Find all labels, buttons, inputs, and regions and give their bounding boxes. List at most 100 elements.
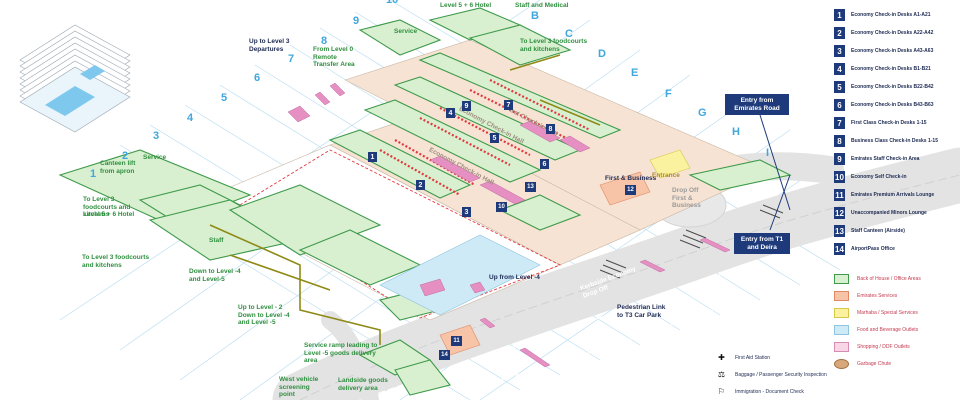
swatch-back-of-house — [834, 273, 849, 284]
legend-item: 6 Economy Check-in Desks B43-B63 — [834, 96, 960, 114]
baggage-security-icon: ⚖ — [717, 369, 726, 379]
label-landside-goods: Landside goods delivery area — [338, 377, 388, 392]
legend-label: Staff Canteen (Airside) — [851, 228, 905, 234]
legend-badge: 6 — [834, 99, 845, 111]
grid-label-6: 6 — [254, 72, 261, 84]
map-badge-9: 9 — [462, 101, 471, 111]
legend-item: 12 Unaccompanied Minors Lounge — [834, 204, 960, 222]
grid-label-5: 5 — [221, 92, 228, 104]
area-legend-label: Back of House / Office Areas — [857, 275, 921, 282]
map-badge-3: 3 — [462, 207, 471, 217]
crossings — [599, 204, 784, 279]
legend-label: Economy Check-in Desks A1-A21 — [851, 12, 931, 18]
area-legend-label: Marhaba / Special Services — [857, 309, 918, 316]
legend-item: 7 First Class Check-in Desks 1-15 — [834, 114, 960, 132]
entry-t1-deira: Entry from T1 and Deira — [734, 233, 790, 254]
label-west-vehicle: West vehicle screening point — [279, 376, 319, 398]
grid-label-D: D — [598, 48, 606, 60]
map-badge-7: 7 — [504, 100, 513, 110]
label-level56-hotel-left: Level 5 + 6 Hotel — [83, 211, 135, 218]
legend-badge: 7 — [834, 117, 845, 129]
grid-label-2: 2 — [122, 150, 129, 162]
grid-label-B: B — [531, 10, 539, 22]
legend-label: Economy Check-in Desks B22-B42 — [851, 84, 934, 90]
grid-label-8: 8 — [321, 35, 328, 47]
legend-label: Emirates Premium Arrivals Lounge — [851, 192, 935, 198]
map-badge-13: 13 — [525, 182, 536, 192]
area-legend-label: Garbage Chute — [857, 360, 892, 367]
label-pedestrian-link: Pedestrian Link to T3 Car Park — [617, 304, 666, 319]
map-badge-1: 1 — [368, 152, 377, 162]
label-level3-food-left2: To Level 3 foodcourts and kitchens — [82, 254, 150, 269]
legend-item: 4 Economy Check-in Desks B1-B21 — [834, 60, 960, 78]
swatch-garbage-chute — [834, 358, 849, 369]
grid-label-1: 1 — [90, 168, 97, 180]
legend-badge: 9 — [834, 153, 845, 165]
grid-label-C: C — [565, 28, 573, 40]
label-staff-medical: Staff and Medical — [515, 2, 569, 9]
map-badge-8: 8 — [546, 124, 555, 134]
map-badge-6: 6 — [540, 159, 549, 169]
area-legend-item: Marhaba / Special Services — [834, 304, 960, 321]
area-legend-label: Shopping / DDF Outlets — [857, 343, 910, 350]
label-service-ramp: Service ramp leading to Level -5 goods d… — [304, 342, 378, 364]
label-down-level4: Down to Level -4 and Level-5 — [189, 268, 241, 283]
label-level3-food-top: To Level 3 foodcourts and kitchens — [520, 38, 588, 53]
map-badge-10: 10 — [496, 202, 507, 212]
grid-label-9: 9 — [353, 15, 360, 27]
label-level56-hotel-top: Level 5 + 6 Hotel — [440, 2, 492, 9]
legend-badge: 13 — [834, 225, 845, 237]
area-legend-item: Back of House / Office Areas — [834, 270, 960, 287]
legend-badge: 3 — [834, 45, 845, 57]
legend-label: First Class Check-in Desks 1-15 — [851, 120, 927, 126]
area-legend-item: Food and Beverage Outlets — [834, 321, 960, 338]
legend-badge: 5 — [834, 81, 845, 93]
swatch-shopping — [834, 341, 849, 352]
area-legend-label: Food and Beverage Outlets — [857, 326, 919, 333]
map-badge-14: 14 — [439, 350, 450, 360]
swatch-emirates-services — [834, 290, 849, 301]
symbol-legend-item: ⚖Baggage / Passenger Security Inspection — [716, 366, 834, 383]
level-stack-icon — [19, 24, 131, 133]
legend-label: Economy Self Check-in — [851, 174, 907, 180]
swatch-marhaba — [834, 307, 849, 318]
legend-badge: 11 — [834, 189, 845, 201]
label-first-business: First & Business — [605, 175, 657, 182]
label-dropoff-first: Drop Off First & Business — [672, 187, 701, 209]
legend-label: Economy Check-in Desks B1-B21 — [851, 66, 931, 72]
immigration-icon: ⚐ — [717, 386, 726, 396]
symbol-legend-item: ✚First Aid Station — [716, 349, 834, 366]
label-level3-food-left: To Level 3 foodcourts and kitchens — [83, 196, 131, 218]
map-badge-12: 12 — [625, 185, 636, 195]
legend-item: 11 Emirates Premium Arrivals Lounge — [834, 186, 960, 204]
map-badge-5: 5 — [490, 133, 499, 143]
legend-item: 13 Staff Canteen (Airside) — [834, 222, 960, 240]
legend-badge: 14 — [834, 243, 845, 255]
area-legend-label: Emirates Services — [857, 292, 898, 299]
grid-label-4: 4 — [187, 112, 194, 124]
legend-badge: 4 — [834, 63, 845, 75]
grid-label-7: 7 — [288, 53, 295, 65]
legend-label: Business Class Check-in Desks 1-15 — [851, 138, 938, 144]
food-beverage-area — [379, 234, 541, 316]
legend-label: Unaccompanied Minors Lounge — [851, 210, 927, 216]
label-entrance: Entrance — [652, 172, 680, 179]
grid-label-E: E — [631, 67, 639, 79]
legend-label: Emirates Staff Check-in Area — [851, 156, 920, 162]
service-corridors — [209, 54, 601, 345]
legend-badge: 2 — [834, 27, 845, 39]
map-badge-4: 4 — [446, 108, 455, 118]
legend-badge: 12 — [834, 207, 845, 219]
legend-label: Economy Check-in Desks B43-B63 — [851, 102, 934, 108]
grid-label-G: G — [698, 107, 707, 119]
symbol-legend-label: Immigration - Document Check — [735, 388, 804, 395]
label-service-top: Service — [394, 28, 418, 35]
legend-item: 5 Economy Check-in Desks B22-B42 — [834, 78, 960, 96]
access-lines — [759, 114, 791, 231]
grid-label-I: I — [766, 147, 770, 159]
symbol-legend: ✚First Aid Station ⚖Baggage / Passenger … — [716, 349, 834, 400]
